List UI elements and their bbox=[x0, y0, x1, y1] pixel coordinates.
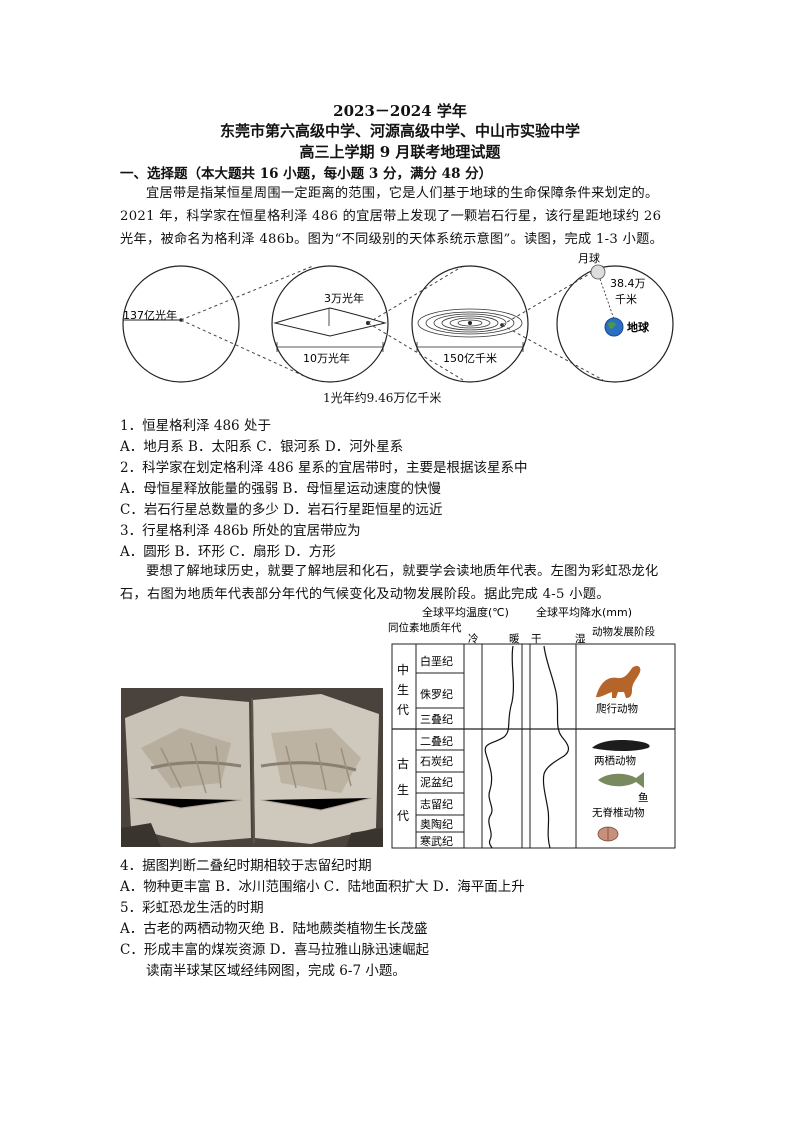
earth-moon-circle bbox=[556, 265, 674, 383]
period-carboniferous: 石炭纪 bbox=[420, 755, 453, 768]
era-paleo-3: 代 bbox=[397, 809, 409, 823]
temperature-curve bbox=[484, 645, 515, 849]
q2-options-cd: C．岩石行星总数量的多少 D．岩石行星距恒星的远近 bbox=[120, 502, 443, 518]
trilobite-icon bbox=[597, 826, 619, 842]
q1-options: A．地月系 B．太阳系 C．银河系 D．河外星系 bbox=[120, 439, 404, 455]
period-triassic: 三叠纪 bbox=[420, 713, 453, 726]
q4-stem: 4．据图判断二叠纪时期相较于志留纪时期 bbox=[120, 858, 372, 874]
celestial-systems-diagram: 137亿光年 3万光年 10万光年 150亿千米 月球 38.4万 千米 地球 bbox=[122, 251, 674, 383]
rainbow-dinosaur-fossil-photo bbox=[121, 688, 383, 847]
galaxy-thickness-label: 3万光年 bbox=[324, 291, 364, 305]
intro-passage-3: 读南半球某区域经纬网图，完成 6-7 小题。 bbox=[146, 963, 406, 979]
earth-moon-distance: 38.4万 bbox=[610, 277, 646, 290]
moon-label: 月球 bbox=[578, 251, 600, 265]
solar-system-circle bbox=[411, 265, 529, 383]
period-permian: 二叠纪 bbox=[420, 735, 453, 748]
period-jurassic: 侏罗纪 bbox=[420, 688, 453, 701]
animal-amphibian: 两栖动物 bbox=[594, 754, 636, 767]
fish-icon bbox=[598, 772, 644, 788]
earth-icon bbox=[604, 317, 624, 337]
precip-title: 全球平均降水(mm) bbox=[536, 605, 632, 619]
moon-icon bbox=[590, 264, 606, 280]
intro1-line2: 2021 年，科学家在恒星格利泽 486 的宜居带上发现了一颗岩石行星，该行星距… bbox=[120, 209, 662, 224]
exam-year: 2023－2024 学年 bbox=[333, 102, 467, 120]
milky-way-circle bbox=[271, 265, 389, 383]
q4-options: A．物种更丰富 B．冰川范围缩小 C．陆地面积扩大 D．海平面上升 bbox=[120, 879, 525, 895]
era-paleo-2: 生 bbox=[397, 783, 409, 797]
animal-column-header: 动物发展阶段 bbox=[592, 625, 655, 638]
era-meso-3: 代 bbox=[397, 703, 409, 717]
geologic-time-chart: 全球平均温度(℃) 全球平均降水(mm) 同位素地质年代 冷 暖 干 湿 动物发… bbox=[388, 605, 676, 849]
earth-label: 地球 bbox=[627, 320, 650, 334]
section-heading: 一、选择题（本大题共 16 小题，每小题 3 分，满分 48 分） bbox=[120, 166, 493, 182]
animal-reptile: 爬行动物 bbox=[596, 702, 638, 715]
q3-options: A．圆形 B．环形 C．扇形 D．方形 bbox=[120, 544, 336, 560]
q3-stem: 3．行星格利泽 486b 所处的宜居带应为 bbox=[120, 523, 361, 539]
earth-moon-distance-unit: 千米 bbox=[615, 293, 637, 306]
intro-passage-1: 宜居带是指某恒星周围一定距离的范围，它是人们基于地球的生命保障条件来划定的。 2… bbox=[120, 182, 690, 251]
connector-line bbox=[180, 265, 314, 321]
period-ordovician: 奥陶纪 bbox=[420, 817, 453, 831]
dinosaur-icon bbox=[596, 665, 641, 698]
era-meso-1: 中 bbox=[397, 662, 409, 677]
dry-label: 干 bbox=[531, 633, 542, 645]
animal-invertebrate: 无脊椎动物 bbox=[592, 806, 645, 819]
era-column-header: 同位素地质年代 bbox=[388, 621, 462, 634]
universe-label: 137亿光年 bbox=[123, 308, 177, 322]
solar-diameter-label: 150亿千米 bbox=[443, 352, 497, 365]
intro2-line1: 要想了解地球历史，就要了解地层和化石，就要学会读地质年代表。左图为彩虹恐龙化 bbox=[146, 564, 659, 579]
warm-label: 暖 bbox=[509, 632, 520, 645]
precipitation-curve bbox=[542, 645, 570, 849]
connector-line bbox=[180, 319, 314, 381]
era-meso-2: 生 bbox=[397, 683, 409, 697]
q1-stem: 1．恒星格利泽 486 处于 bbox=[120, 418, 271, 434]
wet-label: 湿 bbox=[575, 633, 586, 645]
q5-stem: 5．彩虹恐龙生活的时期 bbox=[120, 900, 264, 916]
milky-way-disc bbox=[273, 307, 387, 337]
school-names: 东莞市第六高级中学、河源高级中学、中山市实验中学 bbox=[219, 122, 580, 140]
period-cambrian: 寒武纪 bbox=[420, 834, 453, 848]
intro1-line3: 光年，被命名为格利泽 486b。图为“不同级别的天体系统示意图”。读图，完成 1… bbox=[120, 232, 664, 247]
universe-circle bbox=[122, 265, 240, 383]
intro-passage-2: 要想了解地球历史，就要了解地层和化石，就要学会读地质年代表。左图为彩虹恐龙化 石… bbox=[120, 560, 690, 606]
temp-title: 全球平均温度(℃) bbox=[422, 605, 509, 619]
exam-title: 高三上学期 9 月联考地理试题 bbox=[299, 143, 501, 161]
amphibian-icon bbox=[592, 740, 650, 751]
cold-label: 冷 bbox=[468, 632, 479, 645]
period-devonian: 泥盆纪 bbox=[420, 775, 453, 789]
intro1-line1: 宜居带是指某恒星周围一定距离的范围，它是人们基于地球的生命保障条件来划定的。 bbox=[146, 186, 659, 201]
animal-fish: 鱼 bbox=[638, 791, 649, 804]
period-silurian: 志留纪 bbox=[420, 798, 453, 811]
q2-options-ab: A．母恒星释放能量的强弱 B．母恒星运动速度的快慢 bbox=[120, 481, 441, 497]
intro2-line2: 石，右图为地质年代表部分年代的气候变化及动物发展阶段。据此完成 4-5 小题。 bbox=[120, 587, 610, 602]
light-year-note: 1光年约9.46万亿千米 bbox=[323, 391, 442, 405]
galaxy-diameter-label: 10万光年 bbox=[303, 351, 350, 365]
q5-options-ab: A．古老的两栖动物灭绝 B．陆地蕨类植物生长茂盛 bbox=[120, 921, 428, 937]
q2-stem: 2．科学家在划定格利泽 486 星系的宜居带时，主要是根据该星系中 bbox=[120, 460, 528, 476]
era-paleo-1: 古 bbox=[397, 756, 409, 771]
period-cretaceous: 白垩纪 bbox=[420, 654, 453, 668]
q5-options-cd: C．形成丰富的煤炭资源 D．喜马拉雅山脉迅速崛起 bbox=[120, 942, 429, 958]
